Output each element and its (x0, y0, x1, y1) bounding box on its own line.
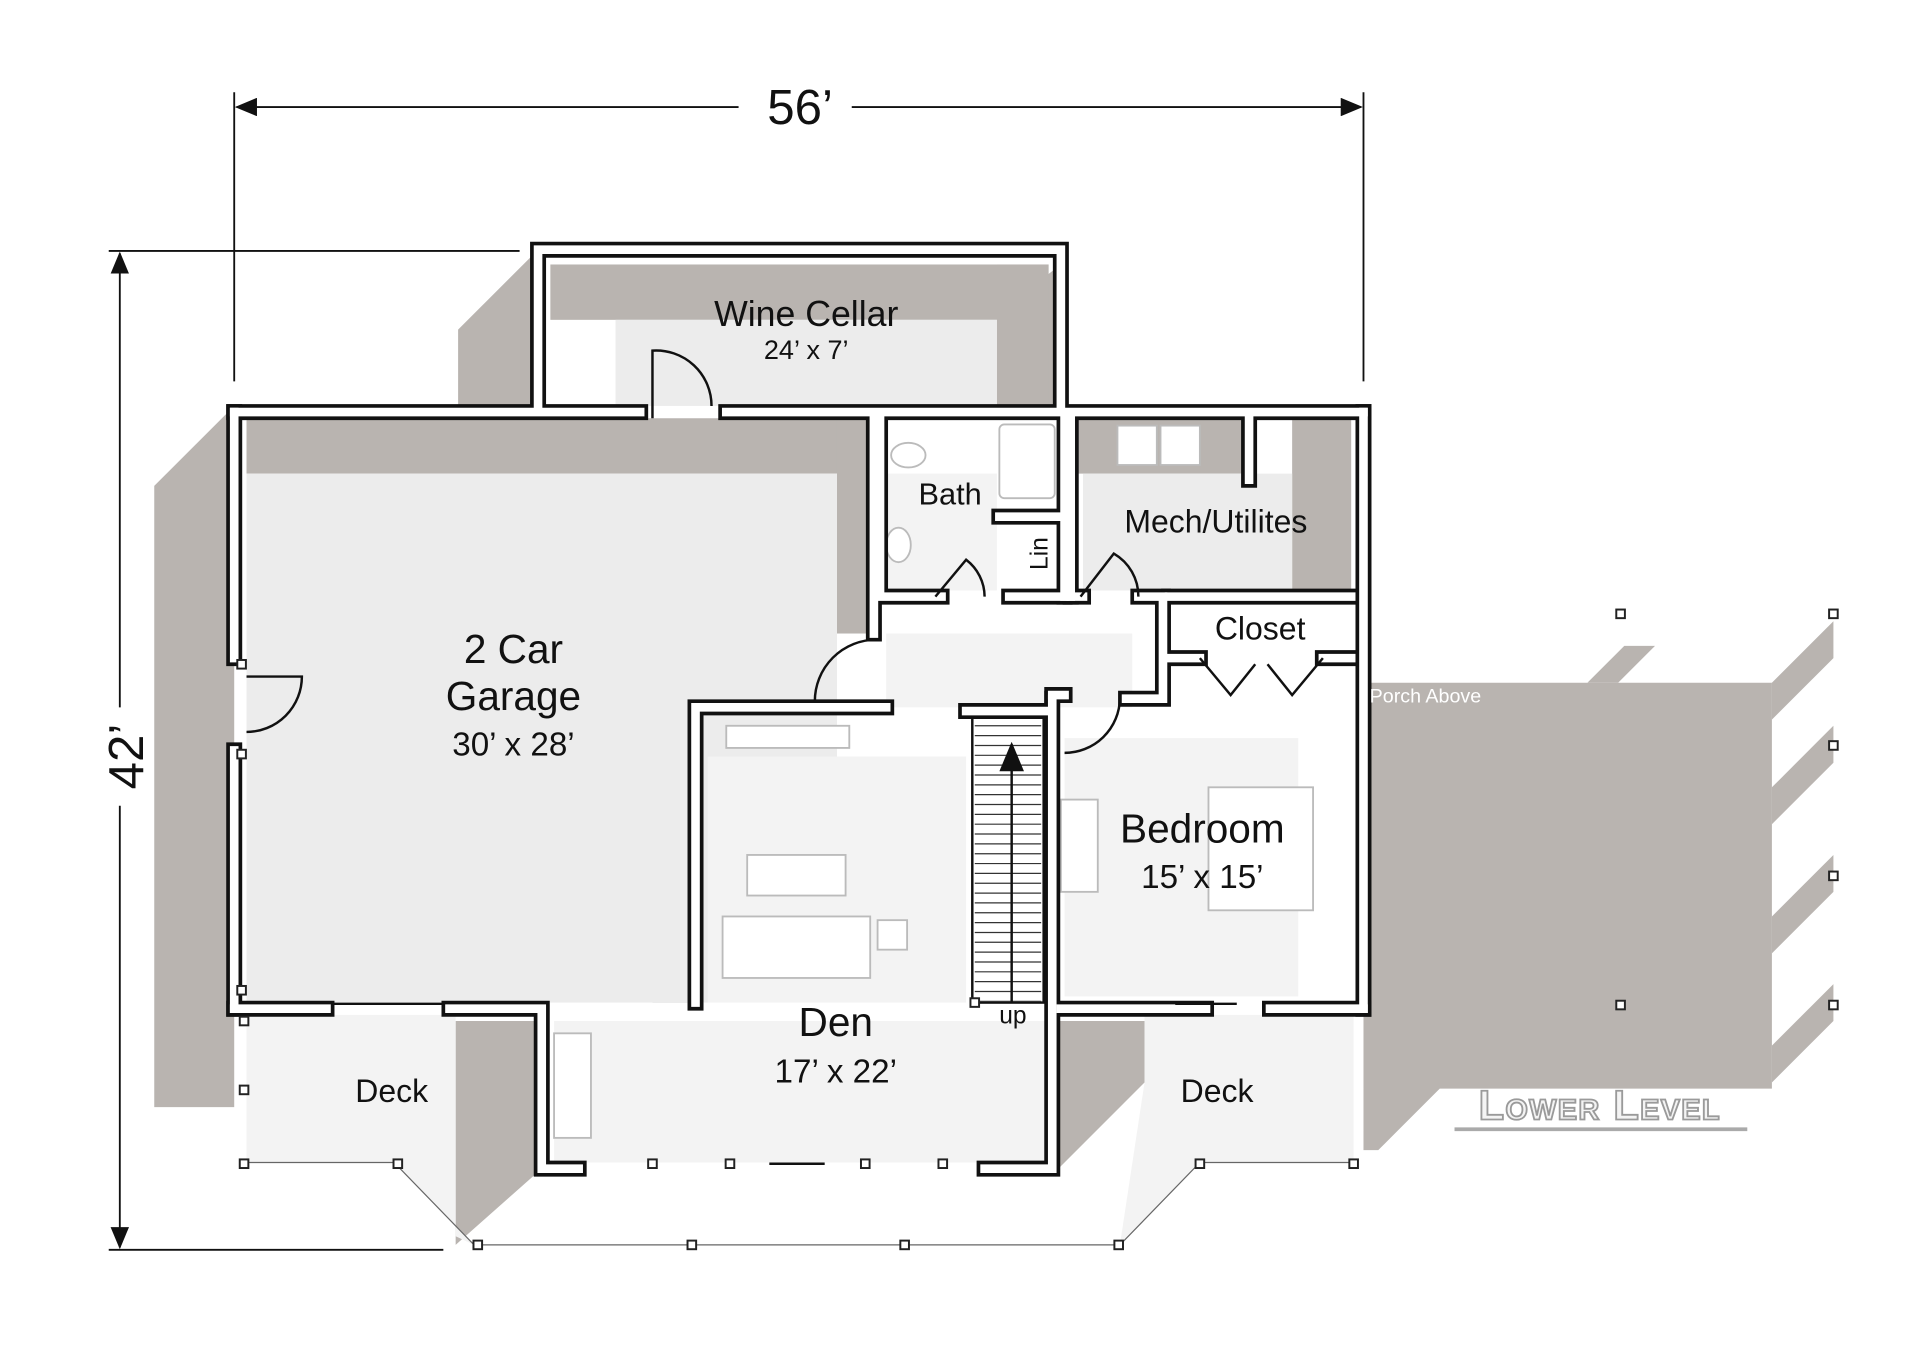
closet-label: Closet (1215, 611, 1306, 647)
garage-label-line2: Garage (446, 673, 581, 719)
shower (998, 423, 1056, 500)
left-deck-label: Deck (355, 1073, 429, 1109)
post (899, 1239, 910, 1251)
utility-unit (1159, 424, 1201, 466)
post (1348, 1158, 1359, 1170)
wine-cellar-label: Wine Cellar (714, 294, 898, 334)
post (937, 1158, 949, 1170)
post (238, 1015, 250, 1027)
post (238, 1158, 250, 1170)
bedroom-door[interactable] (1064, 698, 1122, 755)
post (1828, 608, 1839, 620)
den-garage-door[interactable] (813, 638, 877, 703)
post (472, 1239, 484, 1251)
post (236, 658, 247, 670)
dresser (1059, 798, 1099, 893)
bed (1207, 786, 1314, 912)
den-size: 17’ x 22’ (775, 1054, 897, 1091)
den-shelf (725, 724, 851, 749)
utility-unit (1116, 424, 1158, 466)
post (859, 1158, 871, 1170)
post (392, 1158, 404, 1170)
wall-segment (533, 245, 1066, 411)
bedroom-size: 15’ x 15’ (1141, 859, 1263, 896)
wine-cellar-size: 24’ x 7’ (764, 335, 849, 365)
porch-above-label: Porch Above (1370, 685, 1482, 707)
lower-level-title: Lower Level (1479, 1081, 1721, 1128)
sink (885, 526, 912, 564)
toilet (890, 441, 927, 469)
wall-segment (875, 413, 946, 601)
linen-label: Lin (1026, 537, 1053, 570)
stairs (971, 714, 1045, 1004)
doors (246, 349, 1324, 1165)
bath-door[interactable] (934, 558, 986, 598)
post (1615, 999, 1626, 1011)
post (238, 1084, 250, 1096)
mech-label: Mech/Utilites (1124, 504, 1307, 540)
post (969, 997, 981, 1008)
floors (246, 319, 1354, 1246)
den-lower-floor (554, 1021, 1047, 1163)
right-deck-label: Deck (1181, 1073, 1255, 1109)
post (1828, 740, 1839, 751)
wall-segment (980, 694, 1057, 1173)
sofa (721, 915, 872, 979)
wall-segment (691, 703, 891, 1007)
den-label: Den (799, 999, 873, 1045)
post (1828, 870, 1839, 882)
post (1828, 999, 1839, 1011)
post (236, 748, 247, 760)
mech-door[interactable] (1079, 551, 1140, 598)
wine-cellar-floor (615, 319, 997, 406)
garage-side-door[interactable] (246, 675, 304, 734)
depth-dimension: 42’ (99, 724, 154, 790)
post (1615, 608, 1626, 620)
post (236, 984, 247, 996)
wall-segment (1121, 592, 1168, 704)
den-console (553, 1032, 592, 1139)
side-table (876, 919, 909, 951)
mech-floor (1083, 473, 1293, 591)
deck-posts (236, 608, 1839, 1251)
stair-up-label: up (999, 1002, 1026, 1029)
post (686, 1239, 698, 1251)
left-deck-floor (246, 1014, 475, 1245)
coffee-table (746, 854, 847, 897)
post (724, 1158, 736, 1170)
wine-cellar-door[interactable] (651, 349, 713, 419)
garage-size: 30’ x 28’ (452, 726, 574, 763)
closet-bifold-doors[interactable] (1198, 657, 1324, 697)
wall-segment (445, 1004, 583, 1173)
walls (226, 241, 1372, 1177)
furniture (553, 423, 1314, 1139)
bedroom-label: Bedroom (1120, 806, 1285, 852)
garage-label-line1: 2 Car (464, 626, 563, 672)
post (647, 1158, 658, 1170)
hall-floor (886, 633, 1133, 708)
right-deck-floor (1119, 1014, 1354, 1245)
dimension-lines (108, 92, 1365, 1251)
width-dimension: 56’ (767, 80, 833, 135)
post (1113, 1239, 1124, 1251)
bath-label: Bath (919, 476, 982, 511)
post (1194, 1158, 1206, 1170)
